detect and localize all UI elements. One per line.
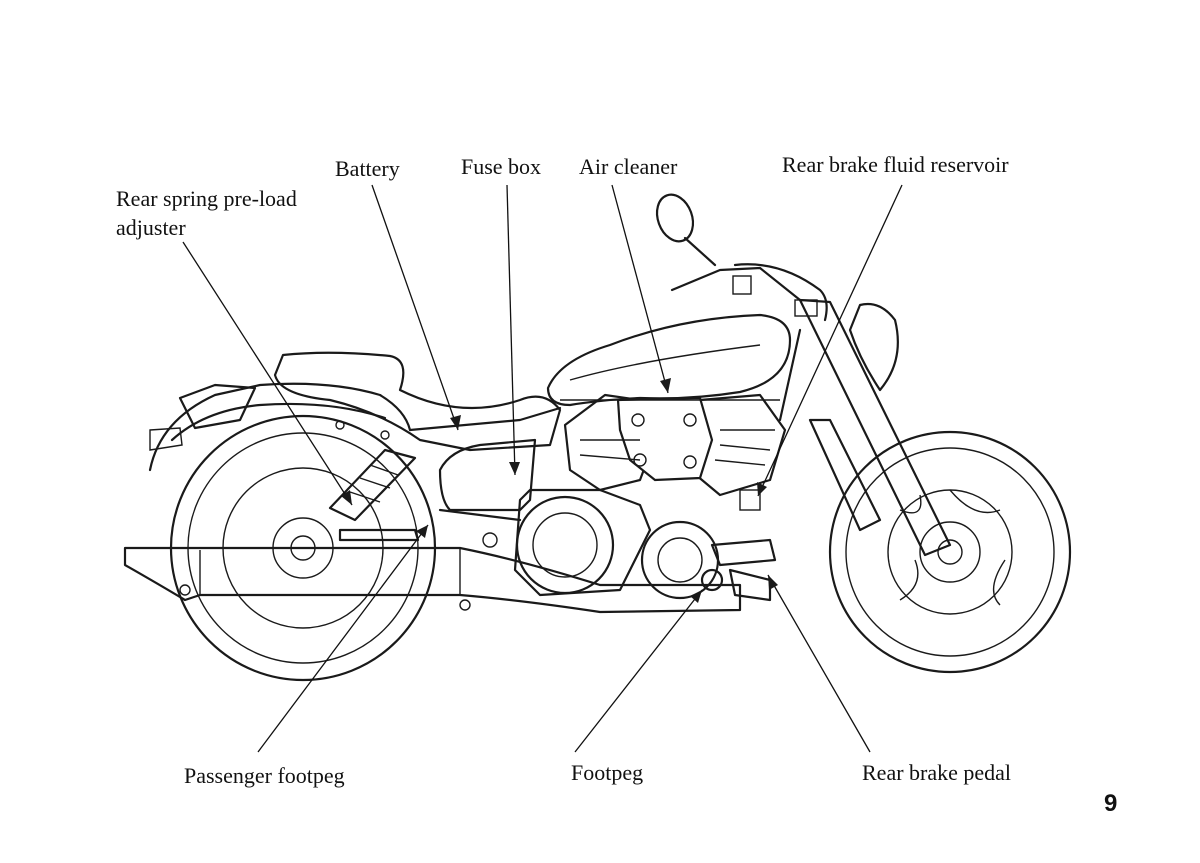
leader-rear-brake-fluid-reservoir [757, 184, 903, 497]
label-rear-brake-fluid-reservoir: Rear brake fluid reservoir [782, 152, 1009, 177]
label-footpeg: Footpeg [571, 760, 644, 785]
leader-passenger-footpeg [257, 524, 429, 753]
label-battery: Battery [335, 156, 400, 181]
leader-battery [371, 184, 459, 431]
arrowhead-rear-brake-pedal [768, 575, 778, 590]
arrowhead-battery [450, 415, 461, 430]
label-rear-brake-pedal: Rear brake pedal [862, 760, 1012, 785]
arrowhead-passenger-footpeg [416, 525, 428, 538]
label-passenger-footpeg: Passenger footpeg [184, 763, 345, 788]
leader-fuse-box [506, 184, 516, 476]
fuel-tank [546, 313, 792, 407]
rear-shock [328, 448, 417, 522]
arrowhead-fuse-box [509, 462, 520, 475]
arrowhead-air-cleaner [660, 378, 671, 393]
arrowhead-rear-brake-fluid-reservoir [757, 482, 767, 496]
front-forks [798, 298, 952, 557]
handlebars [655, 193, 828, 322]
leader-air-cleaner [611, 184, 669, 394]
side-cover [438, 438, 537, 512]
label-air-cleaner: Air cleaner [579, 154, 678, 179]
label-rear-spring-preload-adjuster-line1: Rear spring pre-load [116, 186, 297, 211]
page-number: 9 [1104, 790, 1118, 817]
seat [273, 351, 562, 452]
label-fuse-box: Fuse box [461, 154, 542, 179]
frame [335, 328, 802, 548]
label-rear-spring-preload-adjuster-line2: adjuster [116, 215, 186, 240]
leader-rear-spring-preload-adjuster [182, 241, 353, 506]
engine [513, 393, 787, 600]
leader-lines [182, 184, 903, 753]
arrowhead-rear-spring-preload-adjuster [341, 490, 352, 505]
exhaust [123, 528, 742, 614]
leader-footpeg [574, 589, 703, 753]
brake-pedal-area [700, 489, 777, 602]
leader-rear-brake-pedal [767, 574, 871, 753]
rear-fender [148, 382, 412, 472]
arrowhead-footpeg [690, 590, 702, 603]
motorcycle-illustration [123, 193, 1072, 682]
front-wheel [828, 430, 1072, 674]
